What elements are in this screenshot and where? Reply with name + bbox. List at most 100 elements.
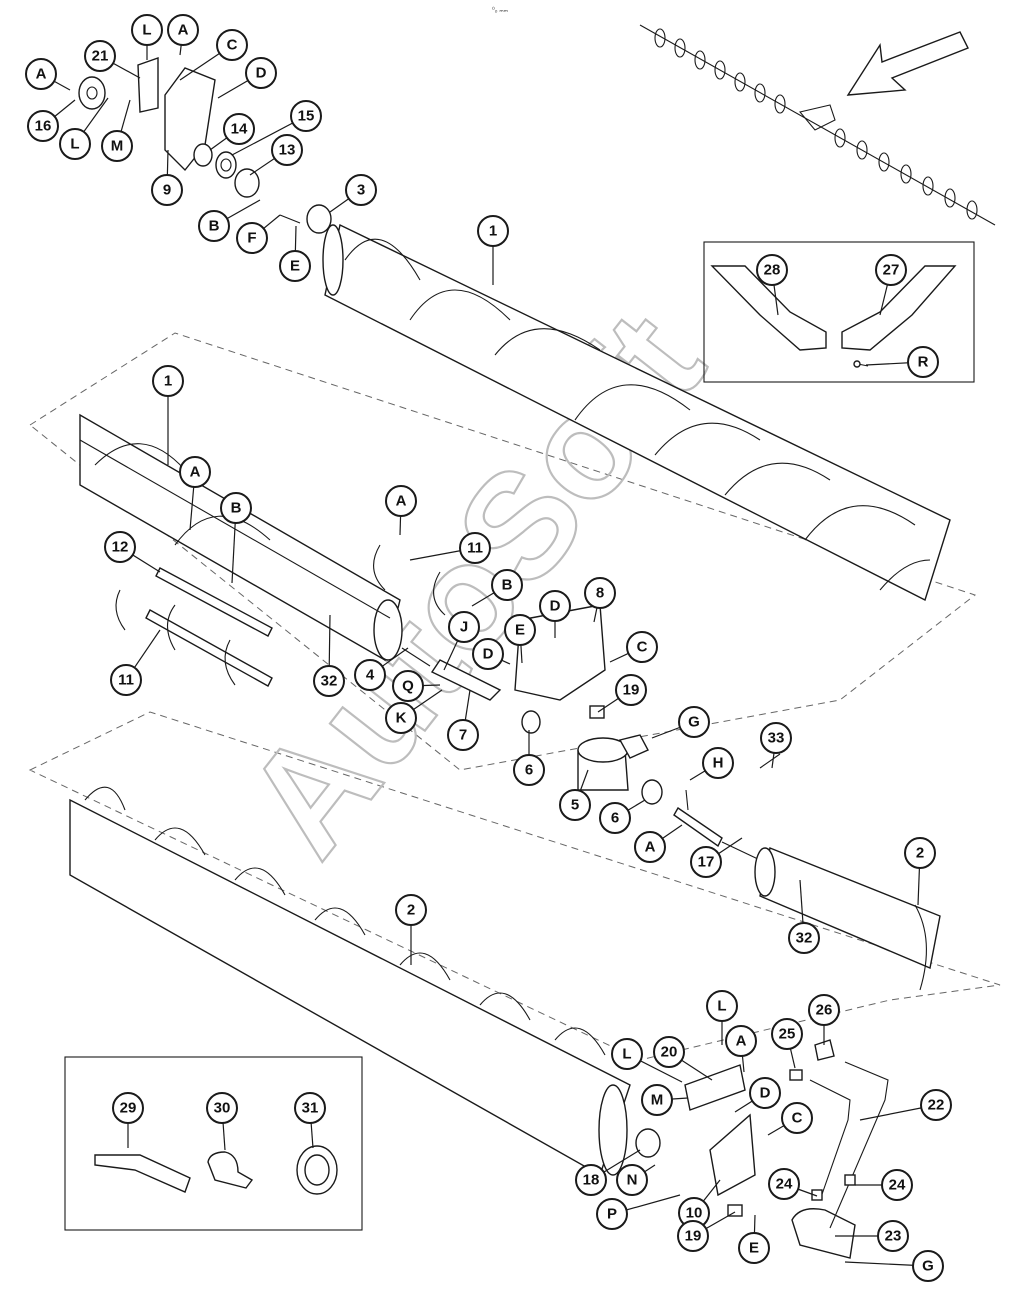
bracket-27 xyxy=(841,265,957,351)
callout-label: 10 xyxy=(686,1205,703,1222)
callout-circle xyxy=(395,894,427,926)
washer-31 xyxy=(296,1145,338,1195)
callout-circle xyxy=(781,1102,813,1134)
callout-circle xyxy=(725,1025,757,1057)
callout-label: E xyxy=(290,258,300,275)
callout-circle xyxy=(596,1198,628,1230)
callout-label: G xyxy=(922,1258,934,1275)
callout-circle xyxy=(584,577,616,609)
callout-32: 32 xyxy=(313,614,345,697)
callout-15: 15 xyxy=(231,100,322,156)
callout-20: 20 xyxy=(653,1036,713,1081)
callout-label: 26 xyxy=(816,1002,833,1019)
callout-Q: Q xyxy=(392,670,441,702)
callout-2: 2 xyxy=(395,894,427,965)
p-clip-30 xyxy=(207,1151,254,1189)
callout-circle xyxy=(459,532,491,564)
callout-label: 13 xyxy=(279,142,296,159)
callout-label: 11 xyxy=(467,540,483,557)
callout-16: 16 xyxy=(27,99,76,142)
callout-label: 5 xyxy=(571,797,579,814)
callout-circle xyxy=(702,747,734,779)
callout-circle xyxy=(768,1168,800,1200)
callout-label: 1 xyxy=(164,373,172,390)
callout-circle xyxy=(539,590,571,622)
callout-circle xyxy=(749,1077,781,1109)
callout-L: L xyxy=(59,97,109,160)
callout-22: 22 xyxy=(859,1089,952,1121)
callout-E: E xyxy=(279,225,311,282)
callout-label: A xyxy=(645,839,656,856)
callout-circle xyxy=(912,1250,944,1282)
callout-F: F xyxy=(236,214,281,254)
callout-circle xyxy=(920,1089,952,1121)
auger-1-top xyxy=(322,223,951,601)
callout-circle xyxy=(477,215,509,247)
callout-J: J xyxy=(443,611,480,671)
callout-A: A xyxy=(385,485,417,536)
callout-circle xyxy=(110,664,142,696)
callout-label: D xyxy=(256,65,267,82)
callout-24: 24 xyxy=(768,1168,818,1200)
bearing-assembly-top xyxy=(78,57,332,234)
callout-circle xyxy=(152,365,184,397)
callout-circle xyxy=(653,1036,685,1068)
callout-17: 17 xyxy=(690,837,743,878)
callout-G: G xyxy=(844,1250,944,1282)
callout-circle xyxy=(385,485,417,517)
callout-label: 29 xyxy=(120,1100,137,1117)
callout-label: P xyxy=(607,1206,617,1223)
callout-circle xyxy=(626,631,658,663)
header-mark: ⁰ₒ ₘₘ xyxy=(492,6,508,14)
auger-1-center xyxy=(79,413,403,662)
callout-label: 2 xyxy=(407,902,415,919)
callout-label: D xyxy=(483,646,494,663)
callout-label: B xyxy=(209,218,220,235)
drive-housing-parts xyxy=(401,604,781,861)
strap-29 xyxy=(94,1154,191,1193)
callout-M: M xyxy=(101,99,133,162)
callout-27: 27 xyxy=(875,254,907,316)
callout-circle xyxy=(313,665,345,697)
callout-A: A xyxy=(25,58,71,91)
callout-circle xyxy=(59,128,91,160)
callout-circle xyxy=(706,990,738,1022)
callout-label: H xyxy=(713,755,724,772)
callout-circle xyxy=(808,994,840,1026)
callout-circle xyxy=(875,254,907,286)
callout-label: A xyxy=(178,22,189,39)
callout-label: A xyxy=(396,493,407,510)
callout-circle xyxy=(112,1092,144,1124)
callout-2: 2 xyxy=(904,837,936,906)
callout-23: 23 xyxy=(835,1220,909,1252)
callout-19: 19 xyxy=(597,674,647,713)
callout-label: 17 xyxy=(698,854,715,871)
callout-label: 3 xyxy=(357,182,365,199)
callout-P: P xyxy=(596,1194,681,1230)
assembly-outline-lower xyxy=(28,711,1001,1061)
callout-label: 30 xyxy=(214,1100,231,1117)
callout-circle xyxy=(756,254,788,286)
callout-12: 12 xyxy=(104,531,161,573)
callout-circle xyxy=(677,1220,709,1252)
screw-R xyxy=(853,360,869,368)
callout-label: M xyxy=(651,1092,664,1109)
callout-13: 13 xyxy=(249,134,303,176)
callout-circle xyxy=(27,110,59,142)
bracket-28 xyxy=(710,265,827,351)
callout-D: D xyxy=(539,590,571,638)
callout-C: C xyxy=(767,1102,813,1136)
callout-9: 9 xyxy=(151,149,183,206)
callout-circle xyxy=(25,58,57,90)
callout-label: A xyxy=(190,464,201,481)
callout-label: L xyxy=(142,22,151,39)
callout-label: J xyxy=(460,619,468,636)
callout-label: 6 xyxy=(611,810,619,827)
callout-circle xyxy=(179,456,211,488)
callout-label: E xyxy=(749,1240,759,1257)
callout-B: B xyxy=(220,492,252,584)
callout-M: M xyxy=(641,1084,689,1116)
sleeve-32 xyxy=(754,847,941,991)
callout-label: M xyxy=(111,138,124,155)
callout-circle xyxy=(104,531,136,563)
